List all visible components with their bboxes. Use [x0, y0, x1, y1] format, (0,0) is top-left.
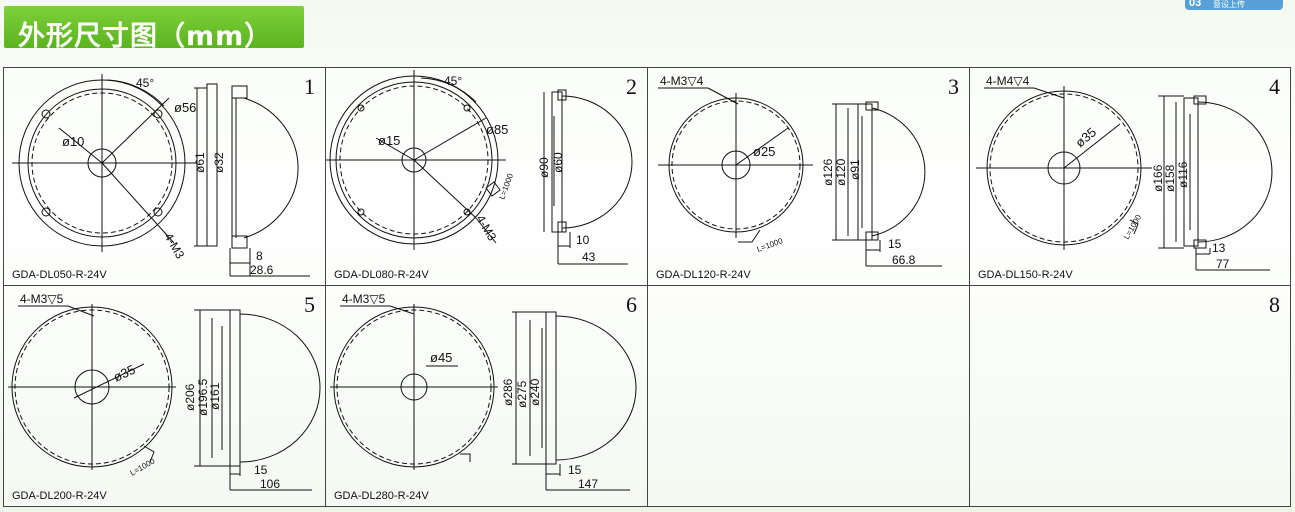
- drawing-dl150: 4-M4▽4 ø35 L=1000 ø166 ø158 ø116 13 77: [976, 74, 1273, 271]
- cell-number: 5: [304, 292, 315, 317]
- cell-number: 4: [1269, 74, 1280, 99]
- model-label: GDA-DL120-R-24V: [656, 269, 751, 281]
- inner-dia-label: ø32: [212, 152, 226, 173]
- depth-total-label: 66.8: [892, 253, 916, 267]
- center-hole-label: ø15: [378, 133, 400, 148]
- mount-label: 4-M4▽4: [986, 74, 1030, 88]
- inner-dia-label: ø60: [551, 152, 565, 173]
- mount-label: 4-M3▽5: [342, 292, 386, 306]
- cable-label: L=1000: [497, 172, 515, 201]
- drawing-dl120: 4-M3▽4 ø25 L=1000 ø126 ø120 ø91 15 66.8: [658, 74, 942, 267]
- drawing-cell-6: 4-M3▽5 ø45 ø286 ø275 ø240 15 147 6 GDA-D…: [326, 286, 648, 506]
- dimension-drawing-grid: 45° ø56 ø10 4-M3 ø61 ø32 8 28.6 1 GDA-DL…: [3, 67, 1291, 507]
- cable-label: L=1000: [1122, 213, 1144, 241]
- cell-number: 1: [304, 74, 315, 99]
- dia-2-label: ø196.5: [196, 378, 210, 416]
- center-hole-label: ø35: [111, 362, 138, 385]
- model-label: GDA-DL200-R-24V: [12, 490, 107, 502]
- upload-button-label: 意设上传: [1213, 0, 1245, 9]
- dia-1-label: ø206: [183, 383, 197, 411]
- section-title-badge: 外形尺寸图（mm）: [4, 6, 304, 52]
- drawing-dl280: 4-M3▽5 ø45 ø286 ø275 ø240 15 147: [330, 292, 637, 491]
- center-hole-label: ø10: [62, 134, 84, 149]
- model-label: GDA-DL150-R-24V: [978, 269, 1073, 281]
- dia-3-label: ø91: [848, 159, 862, 180]
- upload-button-number: 03: [1189, 0, 1202, 9]
- dia-2-label: ø275: [515, 380, 529, 408]
- model-label: GDA-DL280-R-24V: [334, 490, 429, 502]
- drawing-dl200: 4-M3▽5 ø35 L=1000 ø206 ø196.5 ø161 15 10…: [8, 292, 321, 491]
- drawing-dl050: 45° ø56 ø10 4-M3 ø61 ø32 8 28.6: [12, 74, 310, 277]
- cable-label: L=1000: [129, 456, 157, 478]
- dia-3-label: ø116: [1176, 161, 1190, 188]
- depth-small-label: 8: [256, 249, 263, 263]
- mount-label: 4-M3▽4: [660, 74, 704, 88]
- outer-dia-label: ø61: [193, 152, 207, 173]
- mount-label: 4-M3: [161, 231, 187, 262]
- pcd-label: ø85: [486, 122, 508, 137]
- drawing-cell-3: 4-M3▽4 ø25 L=1000 ø126 ø120 ø91 15 66.8 …: [648, 68, 970, 286]
- upload-button[interactable]: 03 意设上传: [1185, 0, 1283, 10]
- angle-label: 45°: [444, 74, 462, 88]
- cell-number: 2: [626, 74, 637, 99]
- drawing-cell-1: 45° ø56 ø10 4-M3 ø61 ø32 8 28.6 1 GDA-DL…: [4, 68, 326, 286]
- outer-dia-label: ø90: [537, 157, 551, 178]
- dia-3-label: ø161: [208, 382, 222, 410]
- section-title: 外形尺寸图（mm）: [18, 21, 273, 52]
- center-hole-label: ø25: [753, 144, 775, 159]
- angle-label: 45°: [136, 76, 154, 90]
- drawing-cell-2: 45° ø85 ø15 4-M3 L=1000 ø90 ø60 10 43 2 …: [326, 68, 648, 286]
- center-hole-label: ø35: [1072, 124, 1099, 150]
- depth-total-label: 147: [578, 477, 598, 491]
- dia-1-label: ø126: [821, 158, 835, 186]
- model-label: GDA-DL050-R-24V: [12, 269, 107, 281]
- depth-total-label: 77: [1216, 257, 1230, 271]
- depth-total-label: 43: [582, 250, 596, 264]
- cell-number: 6: [626, 292, 637, 317]
- depth-small-label: 13: [1212, 241, 1226, 255]
- dia-2-label: ø120: [834, 158, 848, 186]
- cable-label: L=1000: [756, 236, 785, 254]
- cell-number: 8: [1269, 292, 1280, 317]
- dia-1-label: ø286: [501, 378, 515, 406]
- mount-label: 4-M3▽5: [20, 292, 64, 306]
- center-hole-label: ø45: [430, 350, 452, 365]
- model-label: GDA-DL080-R-24V: [334, 269, 429, 281]
- mount-label: 4-M3: [473, 213, 499, 244]
- depth-total-label: 106: [260, 477, 280, 491]
- drawing-cell-5: 4-M3▽5 ø35 L=1000 ø206 ø196.5 ø161 15 10…: [4, 286, 326, 506]
- depth-small-label: 15: [888, 237, 902, 251]
- dia-2-label: ø158: [1163, 164, 1177, 192]
- drawing-cell-8: 8: [970, 286, 1290, 506]
- pcd-label: ø56: [174, 100, 196, 115]
- drawing-cell-4: 4-M4▽4 ø35 L=1000 ø166 ø158 ø116 13 77 4…: [970, 68, 1290, 286]
- dia-3-label: ø240: [528, 378, 542, 406]
- depth-total-label: 28.6: [250, 263, 274, 277]
- depth-small-label: 10: [576, 233, 590, 247]
- drawing-dl080: 45° ø85 ø15 4-M3 L=1000 ø90 ø60 10 43: [326, 70, 633, 265]
- cell-number: 3: [948, 74, 959, 99]
- depth-small-label: 15: [254, 463, 268, 477]
- dia-1-label: ø166: [1151, 164, 1165, 192]
- drawing-cell-7: [648, 286, 970, 506]
- depth-small-label: 15: [568, 463, 582, 477]
